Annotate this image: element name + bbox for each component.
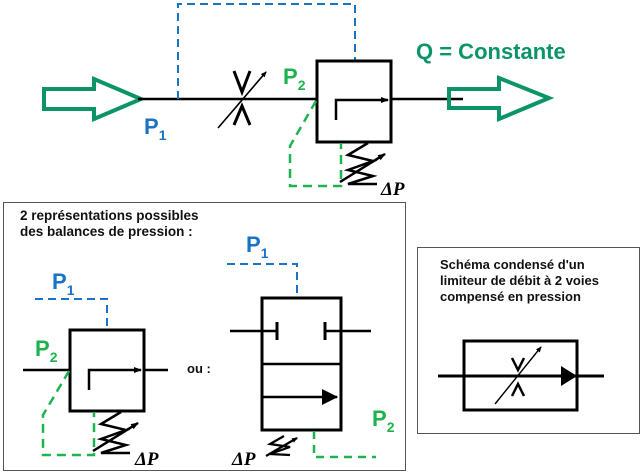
- rep1-p1-pilot-line: [35, 298, 108, 329]
- rep2-p1-label: P1: [246, 232, 269, 261]
- or-separator: ou :: [187, 361, 211, 376]
- pressure-balance-valve: [315, 59, 393, 144]
- p1-pilot-line: [177, 3, 356, 99]
- rep1-p1-label: P1: [52, 269, 75, 298]
- rep1-delta-p-label: ΔP: [134, 449, 159, 470]
- right-panel-title-line3: compensé en pression: [440, 289, 581, 304]
- flow-constant-label: Q = Constante: [416, 39, 566, 64]
- adjustable-throttle-icon: [217, 70, 267, 129]
- inlet-flow-arrow: [42, 75, 147, 123]
- balance-representation-1: P1 P2 ΔP: [23, 269, 168, 470]
- top-delta-p-label: ΔP: [380, 179, 405, 200]
- rep2-p1-pilot-line: [227, 263, 298, 297]
- condensed-throttle-icon: [494, 346, 542, 405]
- top-p1-label: P1: [144, 114, 167, 143]
- rep1-p2-label: P2: [35, 336, 58, 365]
- rep1-p2-pilot-line: [41, 370, 96, 457]
- rep2-delta-p-label: ΔP: [231, 449, 256, 470]
- left-panel-title-line2: des balances de pression :: [20, 224, 193, 239]
- top-diagram: P1 P2 Q = Constante ΔP: [42, 3, 566, 200]
- left-panel-title-line1: 2 représentations possibles: [20, 208, 199, 223]
- right-panel-title-line1: Schéma condensé d'un: [440, 257, 585, 272]
- rep2-p2-label: P2: [372, 406, 395, 435]
- left-panel-title: 2 représentations possibles des balances…: [20, 208, 199, 240]
- condensed-schema-panel: [417, 247, 640, 434]
- adjustable-spring-icon: [339, 141, 386, 186]
- outlet-flow-arrow: [447, 75, 555, 123]
- rep1-spring-icon: [92, 410, 139, 455]
- condensed-flow-arrowhead: [561, 366, 577, 386]
- balance-representation-2: P1 P2 ΔP: [227, 232, 395, 470]
- rep2-p2-pilot-line: [312, 431, 376, 459]
- valve-flow-path-icon: [334, 97, 389, 120]
- condensed-flow-control-symbol: [438, 339, 604, 412]
- right-panel-title-line2: limiteur de débit à 2 voies: [440, 273, 599, 288]
- top-p2-label: P2: [283, 64, 306, 93]
- balance-representations-panel: [3, 202, 406, 471]
- rep2-flow-arrowhead: [322, 389, 338, 405]
- p2-pilot-line: [288, 100, 343, 188]
- rep2-spring-icon: [265, 435, 298, 457]
- rep1-flow-path-icon: [87, 367, 142, 390]
- right-panel-title: Schéma condensé d'un limiteur de débit à…: [440, 257, 599, 305]
